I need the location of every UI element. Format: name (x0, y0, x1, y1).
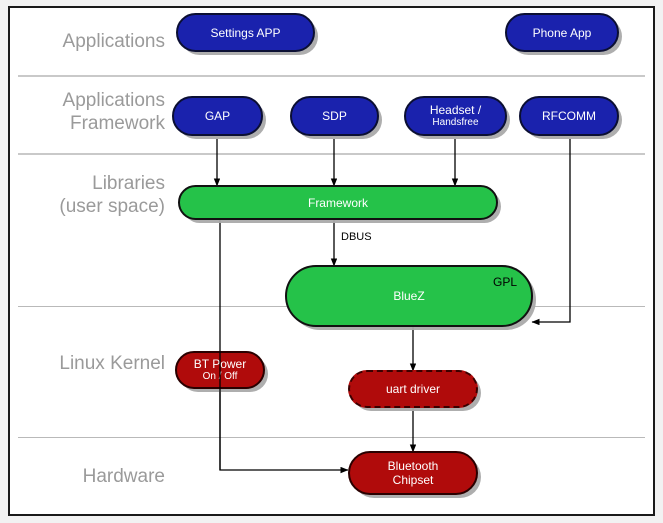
divider-applications (18, 75, 645, 77)
node-bt-power-label-line2: On / Off (202, 371, 238, 382)
node-bt-power-label-line1: BT Power (193, 357, 247, 371)
node-bluetooth-chipset-label-line2: Chipset (392, 473, 434, 487)
divider-linux-kernel (18, 437, 645, 438)
node-bluetooth-chipset[interactable]: Bluetooth Chipset (348, 451, 478, 495)
node-gap-label: GAP (204, 109, 231, 123)
layer-label-libraries: Libraries (user space) (59, 173, 165, 217)
layer-label-applications-framework: Applications Framework (62, 90, 165, 134)
node-sdp[interactable]: SDP (290, 96, 379, 136)
layer-label-linux-kernel: Linux Kernel (59, 353, 165, 374)
node-phone-app-label: Phone App (532, 25, 592, 40)
node-framework-label: Framework (307, 195, 368, 210)
node-settings-app-label: Settings APP (210, 25, 281, 40)
node-uart-driver-label: uart driver (385, 382, 441, 396)
node-uart-driver[interactable]: uart driver (348, 370, 478, 408)
node-gap[interactable]: GAP (172, 96, 263, 136)
connector-rfcomm-bluez (531, 139, 571, 326)
node-framework[interactable]: Framework (178, 185, 498, 220)
node-bluez[interactable]: GPL BlueZ (285, 265, 533, 327)
node-bluetooth-chipset-label-line1: Bluetooth (387, 459, 439, 473)
layer-label-applications: Applications (62, 31, 165, 52)
node-bt-power[interactable]: BT Power On / Off (175, 351, 265, 389)
node-phone-app[interactable]: Phone App (505, 13, 619, 52)
edge-label-dbus: DBUS (341, 231, 372, 243)
node-headset-handsfree[interactable]: Headset / Handsfree (404, 96, 507, 136)
node-rfcomm[interactable]: RFCOMM (519, 96, 619, 136)
node-headset-handsfree-label-line2: Handsfree (432, 117, 479, 128)
node-bluez-license-badge: GPL (492, 275, 517, 289)
node-rfcomm-label: RFCOMM (542, 109, 596, 123)
node-settings-app[interactable]: Settings APP (176, 13, 315, 52)
node-headset-handsfree-label-line1: Headset / (429, 103, 482, 117)
node-sdp-label: SDP (322, 109, 347, 123)
connector-framework-chipset (219, 218, 349, 474)
node-bluez-label: BlueZ (393, 289, 425, 303)
layer-label-hardware: Hardware (82, 466, 165, 487)
divider-applications-framework (18, 153, 645, 155)
